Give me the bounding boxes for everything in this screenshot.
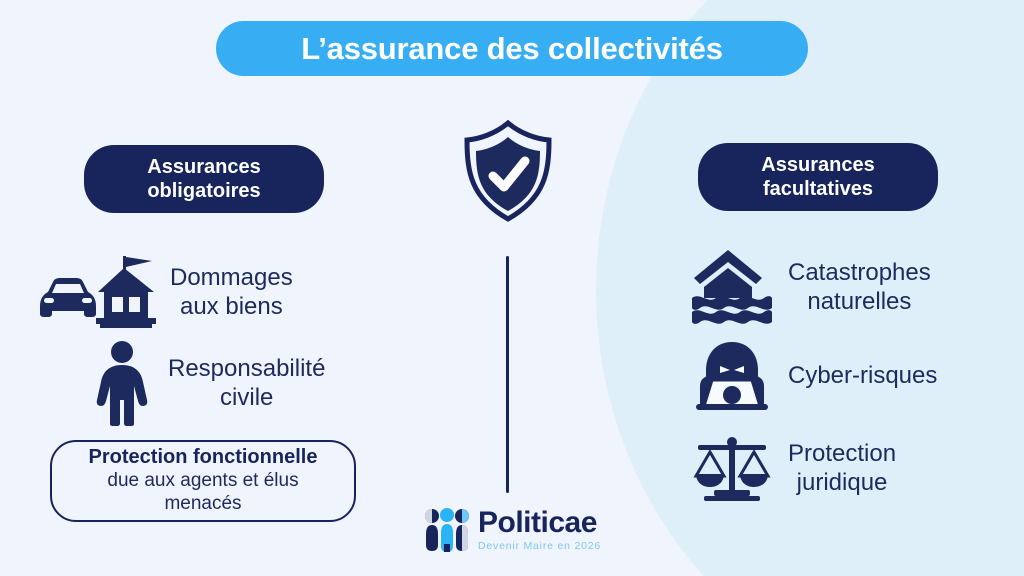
hacker-laptop-icon <box>690 340 774 412</box>
list-item-catastrophes-naturelles: Catastrophes naturelles <box>690 248 1020 326</box>
logo-tagline: Devenir Maire en 2026 <box>478 540 602 553</box>
list-item-cyber-label: Cyber-risques <box>788 362 938 390</box>
list-item-protection-juridique: Protection juridique <box>690 434 1020 502</box>
politicae-logo: Politicae Devenir Maire en 2026 <box>424 508 601 552</box>
list-item-dommages-aux-biens: Dommages aux biens <box>28 252 368 332</box>
list-item-juridique-line2: juridique <box>796 469 888 496</box>
column-header-right-line2: facultatives <box>762 178 874 200</box>
column-header-facultatives: Assurances facultatives <box>698 143 938 211</box>
scales-of-justice-icon <box>690 434 774 502</box>
right-background-blob <box>596 0 1024 576</box>
flooded-house-icon <box>690 248 774 326</box>
list-item-juridique-label: Protection juridique <box>788 439 896 498</box>
list-item-rc-line1: Responsabilité <box>168 354 326 382</box>
list-item-rc-label: Responsabilité civile <box>168 354 325 413</box>
list-item-catastrophes-label: Catastrophes naturelles <box>788 258 931 317</box>
list-item-dommages-label: Dommages aux biens <box>170 263 293 322</box>
shield-check-icon <box>462 119 554 222</box>
page-title: L’assurance des collectivités <box>301 31 723 66</box>
callout-title: Protection fonctionnelle <box>88 446 318 469</box>
list-item-rc-line2: civile <box>220 384 274 411</box>
three-people-icon <box>424 508 470 552</box>
logo-wordmark: Politicae Devenir Maire en 2026 <box>478 508 601 552</box>
column-header-left-line2: obligatoires <box>147 180 261 202</box>
callout-line3: menacés <box>164 493 242 514</box>
list-item-cyber-risques: Cyber-risques <box>690 340 1020 412</box>
callout-line2: due aux agents et élus <box>107 470 299 492</box>
column-header-left-text: Assurances obligatoires <box>147 155 260 204</box>
car-townhall-icon <box>28 252 158 332</box>
callout-body: due aux agents et élus menacés <box>107 470 298 516</box>
list-item-responsabilite-civile: Responsabilité civile <box>86 340 386 426</box>
list-item-dommages-line1: Dommages <box>170 263 293 291</box>
person-icon <box>86 340 158 426</box>
column-header-right-text: Assurances facultatives <box>761 153 874 202</box>
column-header-right-line1: Assurances <box>761 153 875 176</box>
vertical-divider <box>506 256 509 493</box>
column-header-left-line1: Assurances <box>147 155 261 178</box>
list-item-catastrophes-line1: Catastrophes <box>788 258 931 286</box>
list-item-juridique-line1: Protection <box>788 439 897 467</box>
list-item-catastrophes-line2: naturelles <box>807 288 912 315</box>
page-title-pill: L’assurance des collectivités <box>216 21 808 76</box>
column-header-obligatoires: Assurances obligatoires <box>84 145 324 213</box>
list-item-dommages-line2: aux biens <box>179 293 283 320</box>
logo-brand: Politicae <box>478 506 597 540</box>
callout-protection-fonctionnelle: Protection fonctionnelle due aux agents … <box>50 440 356 522</box>
